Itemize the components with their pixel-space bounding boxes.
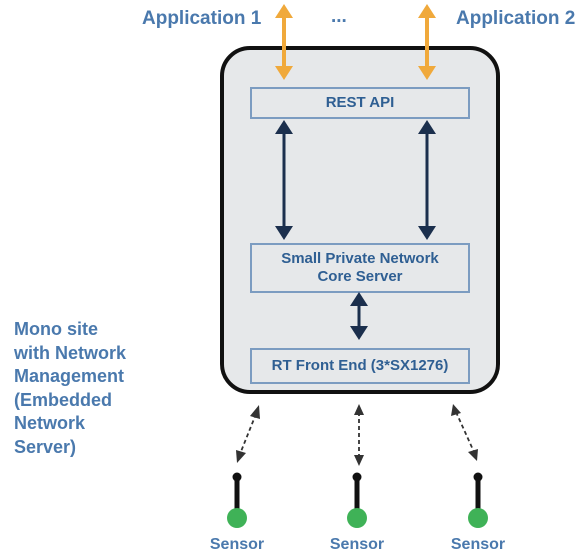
sensor-3-label: Sensor (450, 536, 506, 553)
rest-core-right-arrow (418, 120, 436, 240)
sensor-2-label: Sensor (329, 536, 385, 553)
sensor-1-link (236, 405, 260, 463)
core-server-box: Small Private Network Core Server (250, 243, 470, 293)
sensor-3-icon (468, 472, 488, 528)
sensor-1-label: Sensor (209, 536, 265, 553)
ellipsis-label: ... (331, 6, 347, 27)
sensor-3-link (451, 404, 478, 461)
application-2-label: Application 2 (456, 8, 576, 29)
application-1-label: Application 1 (142, 8, 262, 29)
sensor-2-icon (347, 472, 367, 528)
rest-api-box: REST API (250, 87, 470, 119)
sensor-1-icon (227, 472, 247, 528)
sensor-2-link (354, 404, 364, 466)
rest-core-left-arrow (275, 120, 293, 240)
core-frontend-arrow (350, 292, 368, 340)
application-1-arrow (275, 4, 293, 80)
rt-front-end-box: RT Front End (3*SX1276) (250, 348, 470, 384)
application-2-arrow (418, 4, 436, 80)
site-description-label: Mono site with Network Management (Embed… (14, 319, 127, 457)
